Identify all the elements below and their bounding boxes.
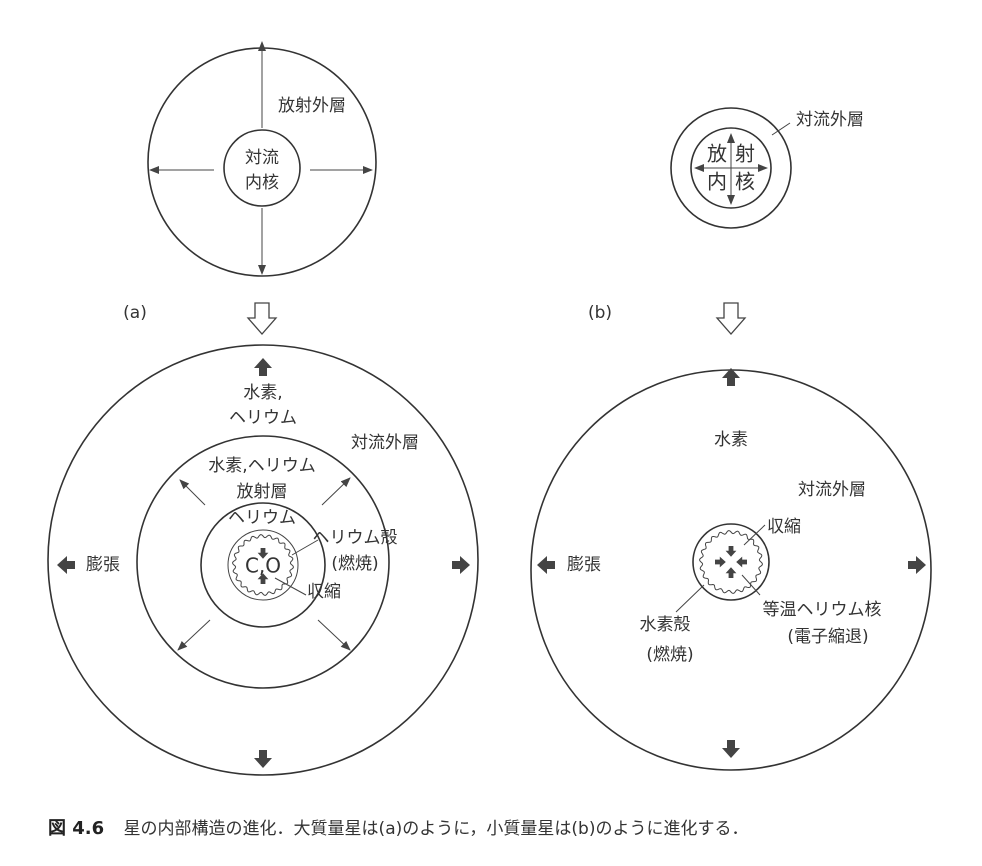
core-char-2: 射 — [735, 142, 755, 166]
core-char-4: 核 — [735, 170, 755, 194]
radiative-layer-boundary — [136, 435, 390, 689]
thick-arrow-right-icon — [452, 556, 470, 574]
panel-b-before: 放 射 内 核 対流外層 — [670, 107, 864, 229]
outer-label-2: ヘリウム — [229, 408, 297, 428]
helium-shell — [227, 529, 299, 601]
envelope-label: 放射外層 — [278, 96, 346, 116]
core-char-3: 内 — [707, 170, 727, 194]
convective-envelope-label: 対流外層 — [798, 480, 866, 500]
core-arrow-left-icon — [736, 556, 747, 568]
helium-layer-boundary — [200, 502, 326, 628]
hydrogen-shell — [692, 523, 770, 601]
thick-arrow-down-icon — [254, 750, 272, 768]
contraction-leader — [274, 577, 307, 596]
caption-text: 星の内部構造の進化．大質量星は(a)のように，小質量星は(b)のように進化する． — [124, 819, 749, 839]
thick-arrow-down-icon — [722, 740, 740, 758]
middle-label-1: 水素,ヘリウム — [208, 456, 315, 476]
core-arrow-down-icon — [725, 546, 737, 557]
convective-core-a — [223, 129, 301, 207]
diag-arrow-se — [317, 619, 351, 651]
panel-a-after: 水素, ヘリウム 対流外層 水素,ヘリウム 放射層 ヘリウム ヘリウム殻 (燃焼… — [47, 344, 479, 776]
core-label-1: 対流 — [245, 148, 279, 168]
degenerate-label: (電子縮退) — [787, 627, 868, 647]
hollow-down-arrow-icon — [715, 302, 747, 335]
expansion-label: 膨張 — [86, 555, 120, 575]
co-core-wavy — [232, 534, 294, 596]
middle-label-2: 放射層 — [237, 482, 288, 502]
core-leader — [741, 574, 761, 596]
core-char-1: 放 — [707, 142, 727, 166]
panel-a-label: (a) — [123, 303, 147, 323]
hydrogen-shell-label: 水素殻 — [640, 615, 691, 635]
star-b-surface — [670, 107, 792, 229]
burning-label: (燃焼) — [646, 645, 693, 665]
helium-shell-label: ヘリウム殻 — [313, 528, 398, 548]
panel-a-before: 対流 内核 放射外層 — [147, 41, 377, 277]
isothermal-core-label: 等温ヘリウム核 — [763, 600, 882, 620]
shell-leader — [291, 539, 319, 556]
thick-arrow-up-icon — [254, 358, 272, 376]
helium-label: ヘリウム — [228, 508, 296, 528]
outer-label-1: 水素, — [243, 383, 282, 403]
hollow-down-arrow-icon — [246, 302, 278, 335]
burning-label: (燃焼) — [331, 554, 378, 574]
panel-b-label: (b) — [588, 303, 612, 323]
diag-arrow-nw — [179, 479, 206, 506]
core-arrow-up-icon — [725, 567, 737, 578]
contraction-label: 収縮 — [767, 517, 801, 537]
panel-b-after: 水素 対流外層 収縮 等温ヘリウム核 (電子縮退) 水素殻 (燃焼) 膨張 — [530, 368, 932, 771]
thick-arrow-left-icon — [537, 556, 555, 574]
core-arrow-right-icon — [715, 556, 726, 568]
radiative-core-b — [690, 127, 772, 209]
thick-arrow-right-icon — [908, 556, 926, 574]
outer-surface — [47, 344, 479, 776]
envelope-label: 対流外層 — [796, 110, 864, 130]
contraction-label: 収縮 — [307, 582, 341, 602]
helium-core-wavy — [699, 530, 763, 594]
diag-arrow-ne — [321, 477, 351, 506]
figure-caption: 図 4.6 星の内部構造の進化．大質量星は(a)のように，小質量星は(b)のよう… — [48, 818, 748, 839]
shell-leader — [675, 584, 705, 613]
diag-arrow-sw — [177, 619, 211, 651]
convective-envelope-label: 対流外層 — [351, 433, 419, 453]
figure-number: 図 4.6 — [48, 818, 104, 839]
contraction-leader — [743, 524, 766, 546]
expansion-label: 膨張 — [567, 555, 601, 575]
co-core-label: C,O — [245, 554, 281, 578]
core-label-2: 内核 — [245, 173, 279, 193]
hydrogen-label: 水素 — [714, 430, 748, 450]
envelope-leader — [771, 122, 791, 136]
thick-arrow-left-icon — [57, 556, 75, 574]
